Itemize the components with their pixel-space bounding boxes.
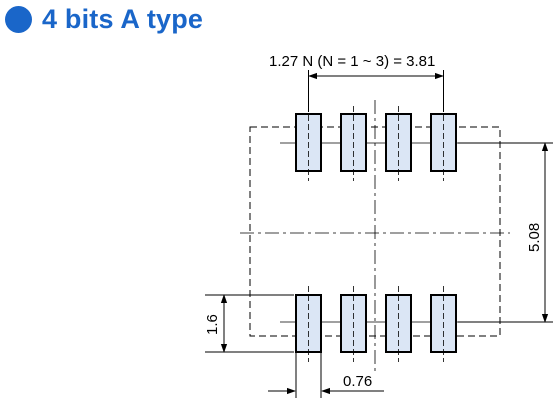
- section-title: 4 bits A type: [42, 3, 204, 34]
- top-pads: [295, 113, 457, 172]
- pad-width-label: 0.76: [343, 373, 372, 390]
- pitch-label: 1.27 N (N = 1 ~ 3) = 3.81: [269, 53, 435, 70]
- pad-centerlines: [308, 106, 444, 362]
- pad-length-label: 1.6: [204, 314, 221, 335]
- bullet-icon: [5, 5, 32, 33]
- row-spacing-label: 5.08: [526, 223, 543, 252]
- bottom-pads: [295, 294, 457, 353]
- section-heading: 4 bits A type: [0, 0, 203, 38]
